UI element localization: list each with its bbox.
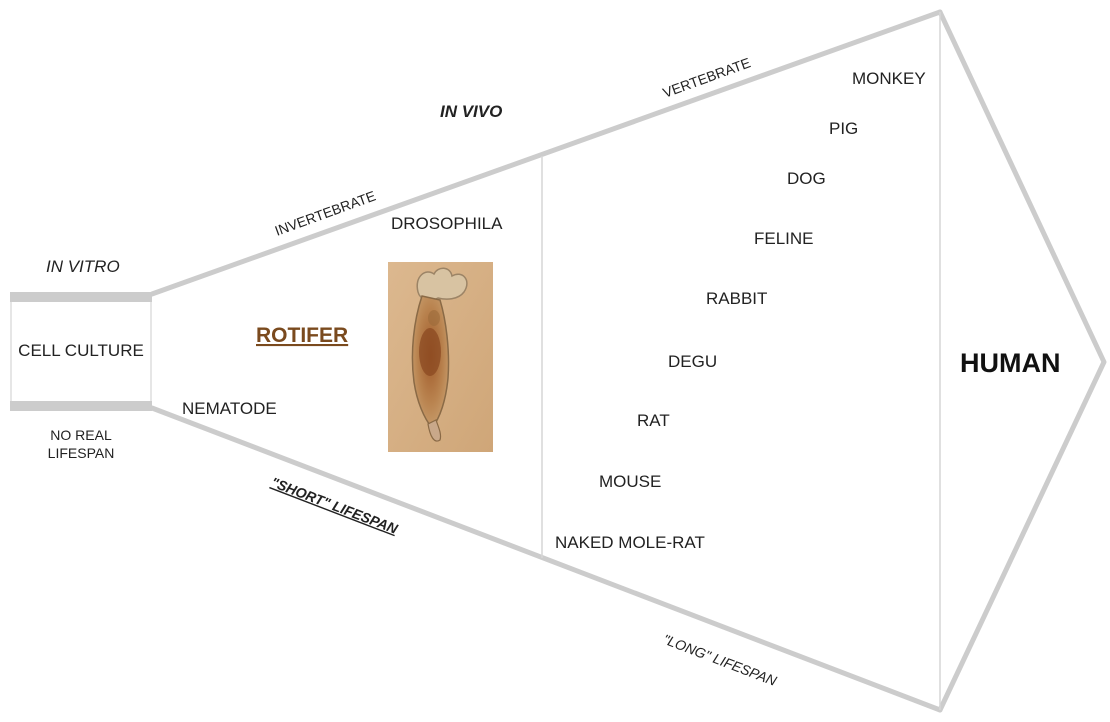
organism-pig: PIG — [829, 119, 858, 138]
short-lifespan-label: "SHORT" LIFESPAN — [269, 474, 401, 537]
funnel-lower-edge — [152, 408, 940, 710]
in-vitro-label: IN VITRO — [46, 257, 120, 276]
organism-naked-mole-rat: NAKED MOLE-RAT — [555, 533, 705, 552]
no-real-lifespan-label-line2: LIFESPAN — [48, 445, 115, 461]
organism-nematode: NEMATODE — [182, 399, 277, 418]
funnel-upper-edge — [152, 12, 940, 294]
organism-drosophila: DROSOPHILA — [391, 214, 503, 233]
organism-mouse: MOUSE — [599, 472, 661, 491]
rotifer-gland — [428, 310, 440, 326]
organism-rat: RAT — [637, 411, 670, 430]
cell-culture-top-bar — [10, 292, 152, 302]
organism-feline: FELINE — [754, 229, 814, 248]
organism-degu: DEGU — [668, 352, 717, 371]
human-label: HUMAN — [960, 348, 1061, 378]
rotifer-label: ROTIFER — [256, 324, 348, 347]
organism-dog: DOG — [787, 169, 826, 188]
cell-culture-label: CELL CULTURE — [18, 341, 144, 360]
organism-rabbit: RABBIT — [706, 289, 767, 308]
cell-culture-bottom-bar — [10, 401, 152, 411]
no-real-lifespan-label-line1: NO REAL — [50, 427, 112, 443]
rotifer-stomach — [419, 328, 441, 376]
organism-monkey: MONKEY — [852, 69, 926, 88]
rotifer-photo-icon — [388, 262, 493, 452]
in-vivo-label: IN VIVO — [440, 102, 502, 121]
